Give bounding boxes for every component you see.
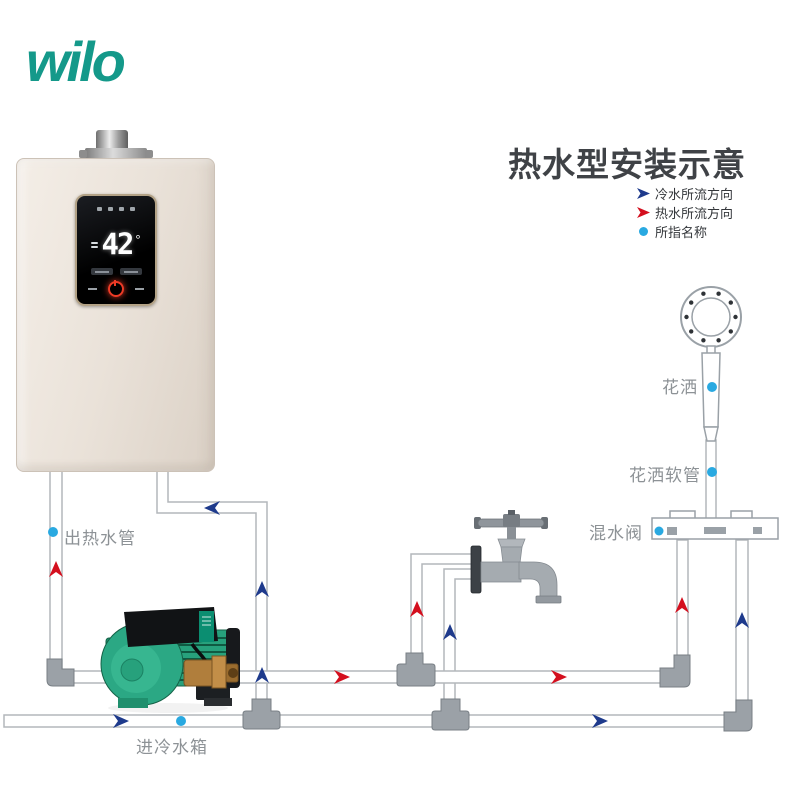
flow-arrow-cold-icon <box>255 581 269 597</box>
flow-arrow-cold-icon <box>204 501 220 515</box>
flue-lug <box>79 150 87 158</box>
pipe-cold-faucet <box>443 568 475 720</box>
pointer-dot-icon <box>176 716 186 726</box>
pump-label <box>199 611 214 642</box>
degree-symbol: ° <box>135 232 141 247</box>
elbow-fitting <box>659 654 691 688</box>
legend-label: 冷水所流方向 <box>655 187 734 202</box>
pointer-dot-icon <box>48 527 58 537</box>
flow-arrow-hot-icon <box>49 561 63 577</box>
heater-flue-pipe <box>96 130 128 152</box>
shower-hose-pipe <box>705 439 717 521</box>
mixing-valve <box>651 510 779 540</box>
pipe-cold-valve-riser <box>735 539 749 717</box>
power-icon <box>108 280 124 297</box>
shower-head <box>680 286 742 442</box>
tee-fitting <box>431 698 470 731</box>
hot-flow-arrow-icon <box>637 207 650 218</box>
pointer-dot-icon <box>707 467 717 477</box>
tee-fitting <box>242 698 281 730</box>
flow-arrow-cold-icon <box>255 667 269 683</box>
elbow-fitting <box>46 658 75 687</box>
flow-arrow-cold-icon <box>592 714 608 728</box>
tee-fitting <box>396 652 436 687</box>
label-mixing-valve: 混水阀 <box>589 524 643 543</box>
legend-item-hot: 热水所流方向 <box>636 203 733 222</box>
pipe-fittings <box>46 652 753 732</box>
label-shower-hose: 花洒软管 <box>629 466 701 485</box>
plus-icon <box>135 288 144 290</box>
flue-lug <box>145 150 153 158</box>
pointer-dots <box>48 382 717 726</box>
pointer-dot-icon <box>654 526 664 536</box>
display-status-icons <box>77 207 155 211</box>
flow-arrow-cold-icon <box>113 714 129 728</box>
legend-item-name: 所指名称 <box>636 222 733 241</box>
cold-flow-arrow-icon <box>637 188 650 199</box>
pointer-dot-icon <box>707 382 717 392</box>
flow-arrow-hot-icon <box>410 601 424 617</box>
pointer-dot-icon <box>639 227 648 236</box>
flow-arrow-hot-icon <box>675 597 689 613</box>
legend-label: 热水所流方向 <box>655 206 734 221</box>
display-mode-icon <box>91 241 99 248</box>
label-cold-in-tank: 进冷水箱 <box>136 738 208 757</box>
flow-arrow-cold-icon <box>735 612 749 628</box>
legend-label: 所指名称 <box>655 225 708 240</box>
flow-arrow-hot-icon <box>334 670 350 684</box>
temperature-value: 42 <box>101 227 134 261</box>
page-title: 热水型安装示意 <box>508 146 746 183</box>
shower-nozzle-dots <box>684 291 738 343</box>
display-buttons <box>77 268 155 275</box>
booster-pump <box>100 607 240 713</box>
heater-display: 42 ° <box>75 194 157 306</box>
legend-item-cold: 冷水所流方向 <box>636 184 733 203</box>
elbow-fitting <box>723 699 753 732</box>
minus-icon <box>88 288 97 290</box>
flow-arrow-cold-icon <box>443 624 457 640</box>
legend: 冷水所流方向 热水所流方向 所指名称 <box>636 184 733 241</box>
label-shower-head: 花洒 <box>662 378 698 397</box>
flow-arrow-hot-icon <box>551 670 567 684</box>
wilo-logo: wilo <box>26 30 126 93</box>
flow-arrows <box>49 501 749 728</box>
label-hot-out-pipe: 出热水管 <box>64 529 136 548</box>
faucet <box>470 510 562 604</box>
pump-control-box <box>124 607 218 647</box>
